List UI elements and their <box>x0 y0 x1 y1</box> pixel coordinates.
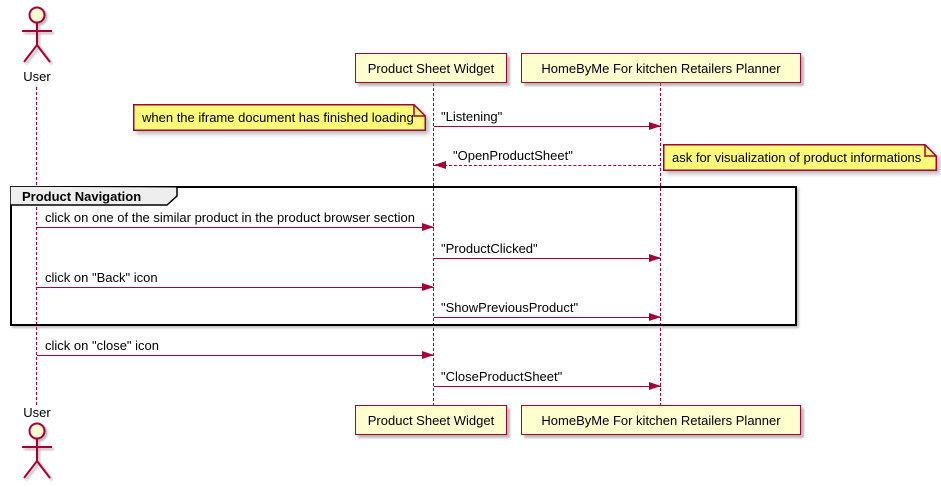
message-line <box>37 355 434 356</box>
message-click-similar-product-label: click on one of the similar product in t… <box>45 210 415 225</box>
frame-label-text: Product Navigation <box>22 188 142 204</box>
actor-user-icon <box>22 422 52 479</box>
participant-product-sheet-widget-bottom: Product Sheet Widget <box>355 405 507 435</box>
message-close-product-sheet-label: "CloseProductSheet" <box>441 369 563 384</box>
message-line <box>434 258 661 259</box>
note-ask-visualization-text: ask for visualization of product informa… <box>672 150 922 165</box>
lifeline-homebyme-planner <box>660 83 661 406</box>
frame-product-navigation <box>10 186 797 326</box>
note-shape <box>663 144 937 171</box>
note-iframe-loading-text: when the iframe document has finished lo… <box>142 110 414 125</box>
message-product-clicked-label: "ProductClicked" <box>441 241 538 256</box>
message-line <box>434 386 661 387</box>
note-shape <box>133 104 426 131</box>
note-iframe-loading: when the iframe document has finished lo… <box>133 104 426 131</box>
arrowhead-right-icon <box>422 283 434 291</box>
message-open-product-sheet-label: "OpenProductSheet" <box>453 148 573 163</box>
message-listening-label: "Listening" <box>441 109 503 124</box>
actor-user-top-label: User <box>23 69 51 84</box>
arrowhead-left-icon <box>434 161 446 169</box>
message-line <box>434 317 661 318</box>
message-line <box>37 287 434 288</box>
participant-homebyme-planner-bottom: HomeByMe For kitchen Retailers Planner <box>521 405 801 435</box>
participant-product-sheet-widget-top: Product Sheet Widget <box>355 53 507 83</box>
lifeline-product-sheet-widget <box>433 83 434 406</box>
message-line <box>434 165 661 166</box>
frame-product-navigation-label: Product Navigation <box>10 186 178 206</box>
arrowhead-right-icon <box>649 382 661 390</box>
arrowhead-right-icon <box>422 351 434 359</box>
message-click-back-icon-label: click on "Back" icon <box>45 270 158 285</box>
message-line <box>434 126 661 127</box>
frame-label-pentagon <box>10 186 178 206</box>
participant-homebyme-planner-top: HomeByMe For kitchen Retailers Planner <box>521 53 801 83</box>
message-show-previous-product-label: "ShowPreviousProduct" <box>441 300 579 315</box>
note-ask-visualization: ask for visualization of product informa… <box>663 144 937 171</box>
lifeline-user <box>36 87 37 405</box>
actor-user-bottom-label: User <box>23 405 51 420</box>
arrowhead-right-icon <box>649 254 661 262</box>
message-line <box>37 227 434 228</box>
arrowhead-right-icon <box>649 122 661 130</box>
arrowhead-right-icon <box>422 223 434 231</box>
arrowhead-right-icon <box>649 313 661 321</box>
message-click-close-icon-label: click on "close" icon <box>45 338 159 353</box>
actor-user-icon <box>22 6 52 63</box>
